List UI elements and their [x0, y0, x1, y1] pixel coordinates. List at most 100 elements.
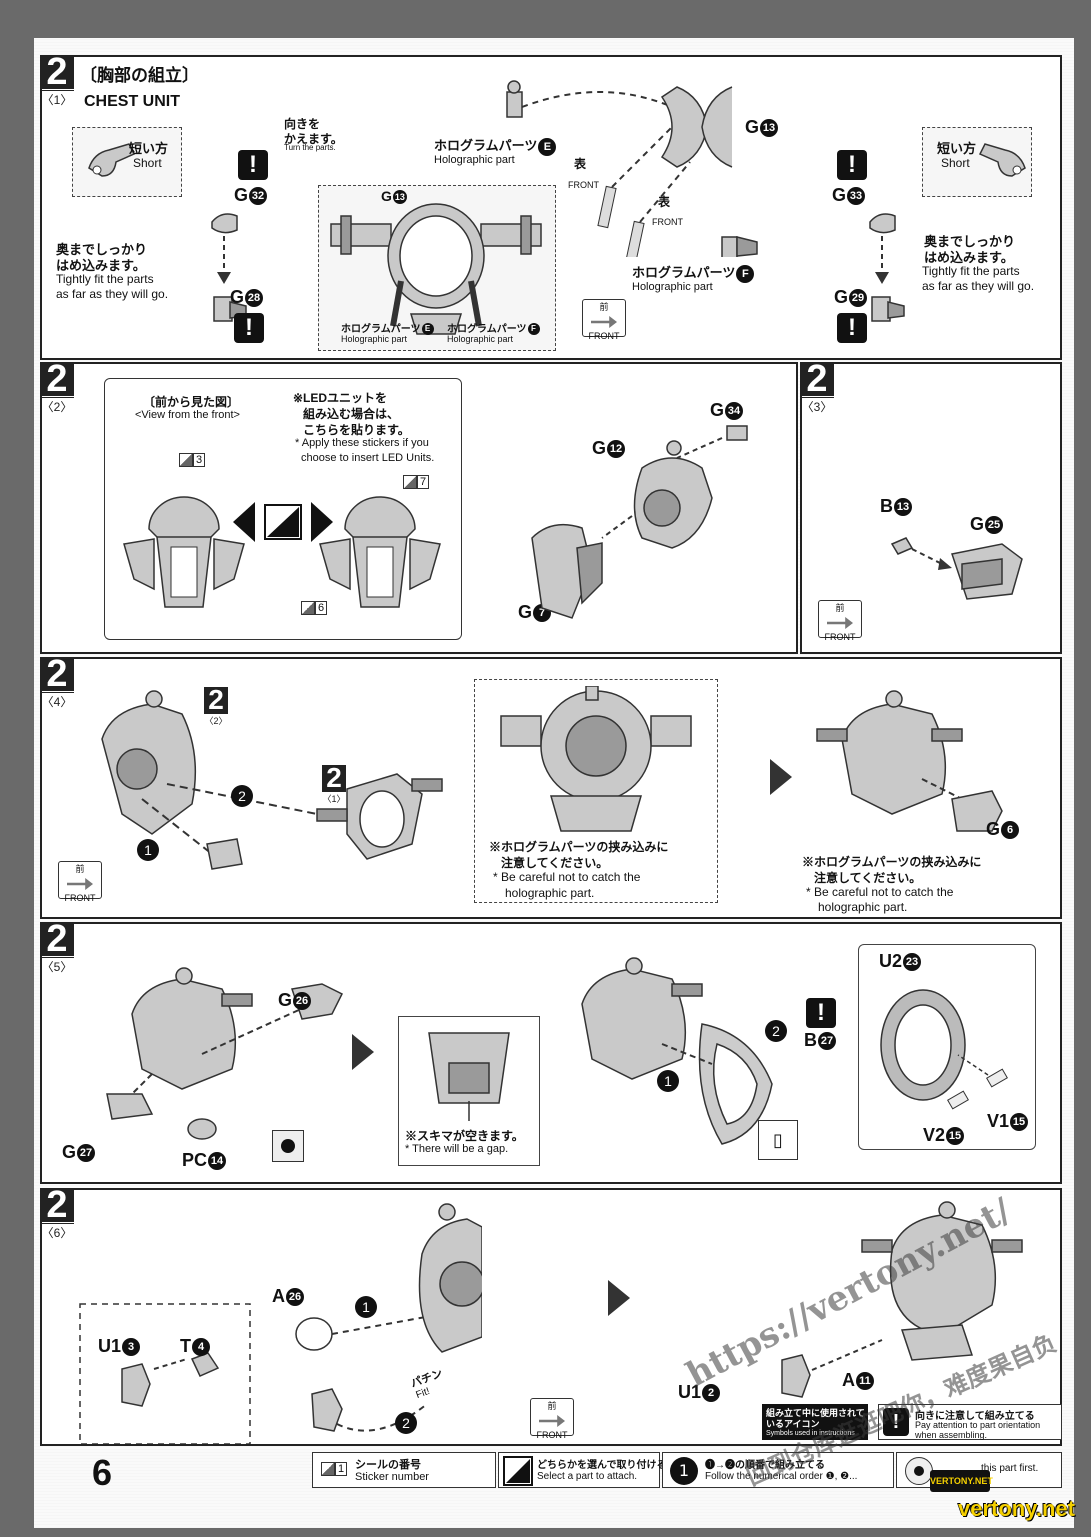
watermark-badge: VERTONY.NET: [930, 1470, 993, 1492]
holographic-caution-box: ※ホログラムパーツの挟み込みに 注意してください。 * Be careful n…: [474, 679, 718, 903]
view-front-jp: 〔前から見た図〕: [143, 395, 240, 409]
sticker-7: 7: [403, 475, 429, 493]
reference-step-2-2: 2: [204, 686, 228, 714]
chest-assembly-step4: [101, 690, 443, 870]
holo-caution-en1: * Be careful not to catch the: [806, 885, 954, 899]
gap-detail-illustration: [428, 1032, 510, 1121]
sticker-icon: 1: [321, 1462, 347, 1480]
chest-core-assembly: [531, 425, 748, 619]
short-part-box-right: 短い方 Short: [922, 127, 1032, 197]
holo-caution-en2: holographic part.: [505, 886, 595, 900]
holo-e-main-en: Holographic part: [434, 154, 515, 166]
holo-caution-jp2: 注意してください。: [501, 856, 609, 870]
led-hole-icon: [272, 1130, 304, 1162]
order-step-1: 1: [136, 839, 159, 861]
warning-icon: !: [806, 998, 836, 1028]
section-title-en: CHEST UNIT: [84, 93, 180, 110]
select-one-icon: [233, 502, 333, 542]
holo-caution-en1: * Be careful not to catch the: [493, 870, 641, 884]
view-front-en: <View from the front>: [135, 409, 240, 421]
watermark-footer: vertony.net: [958, 1496, 1075, 1521]
part-b13-g25-assembly: [890, 537, 1023, 600]
order-step-1: 1: [354, 1296, 377, 1318]
led-note-jp1: ※LEDユニットを: [293, 391, 388, 405]
sticker-3: 3: [179, 453, 205, 471]
led-note-en2: choose to insert LED Units.: [301, 452, 435, 464]
chest-frame-assembly: [506, 80, 758, 257]
led-note-jp2: 組み込む場合は、: [303, 407, 400, 421]
front-label-1: FRONT: [568, 180, 599, 190]
omote-label-2: 表: [658, 195, 671, 209]
gap-note-jp: ※スキマが空きます。: [405, 1129, 524, 1143]
assembly-part-g33-g29: [869, 213, 905, 322]
step-number: 2: [40, 53, 74, 91]
substep-number: 〈4〉: [40, 692, 74, 710]
short-part-box-left: 短い方 Short: [72, 127, 182, 197]
chest-assembly-result: [816, 690, 1003, 832]
order-step-2: 2: [394, 1412, 417, 1434]
turn-note-jp2: かえます。: [284, 132, 343, 146]
led-sticker-box: 〔前から見た図〕 <View from the front> ※LEDユニットを…: [104, 378, 462, 640]
substep-number: 〈6〉: [40, 1223, 74, 1241]
short-label-jp: 短い方: [937, 141, 977, 156]
chest-frame-illustration: [330, 203, 542, 335]
front-label-2: FRONT: [652, 217, 683, 227]
chest-assembly-step5: [106, 967, 344, 1140]
reference-substep-2-1: 〈1〉: [322, 791, 346, 805]
short-part-icon: [978, 143, 1026, 177]
substep-number: 〈1〉: [40, 90, 74, 108]
order-step-1: 1: [656, 1070, 679, 1092]
substep-number: 〈5〉: [40, 957, 74, 975]
reference-substep-2-2: 〈2〉: [204, 713, 228, 727]
short-part-icon: [88, 143, 136, 177]
step-number: 2: [40, 920, 74, 958]
legend-select: どちらかを選んで取り付ける Select a part to attach.: [498, 1452, 667, 1488]
holo-f-main-en: Holographic part: [632, 281, 713, 293]
warning-icon: !: [837, 150, 867, 180]
chest-front-view-1: [123, 496, 245, 608]
step-number: 2: [800, 360, 834, 398]
order-step-2: 2: [230, 785, 253, 807]
holo-e-label-en: Holographic part: [341, 334, 408, 344]
substep-number: 〈2〉: [40, 397, 74, 415]
holo-f-label-en: Holographic part: [447, 334, 514, 344]
led-light-icon: ▯: [758, 1120, 798, 1160]
tight-note-en1: Tightly fit the parts: [56, 272, 154, 286]
page-number: 6: [92, 1452, 113, 1493]
omote-label-1: 表: [574, 157, 587, 171]
led-hole-icon: [905, 1457, 933, 1485]
led-note-en1: * Apply these stickers if you: [295, 437, 429, 449]
next-step-arrow: [770, 759, 792, 795]
gap-note-en: * There will be a gap.: [405, 1143, 509, 1155]
legend-orientation: ! 向きに注意して組み立てる Pay attention to part ori…: [878, 1404, 1062, 1440]
step-2-2-panel: 2 〈2〉 〔前から見た図〕 <View from the front> ※LE…: [40, 360, 798, 654]
chest-rear-view: [500, 686, 692, 832]
holo-caution-jp1: ※ホログラムパーツの挟み込みに: [802, 855, 982, 869]
assembly-part-g32-g28: [211, 213, 247, 322]
tight-note-jp1: 奥までしっかり: [924, 234, 1016, 249]
legend-order: 1 ❶→❷の順番で組み立てる Follow the numerical orde…: [662, 1452, 894, 1488]
select-one-icon: [503, 1456, 533, 1486]
